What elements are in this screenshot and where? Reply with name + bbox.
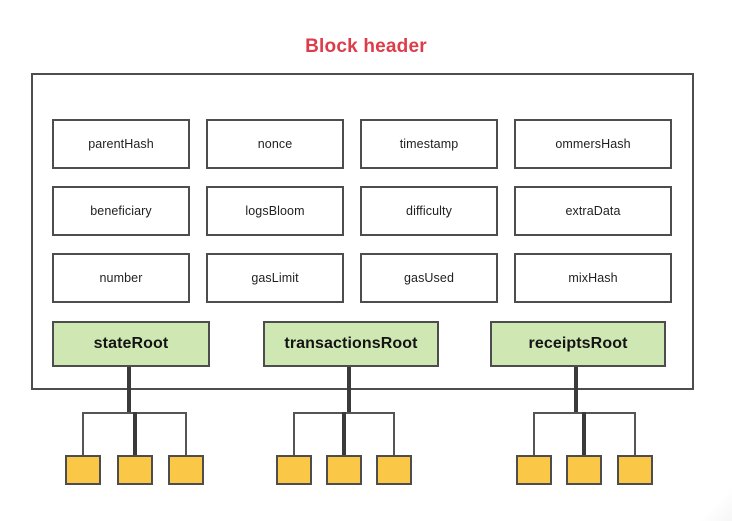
root-box-label: stateRoot bbox=[93, 335, 169, 352]
page-title: Block header bbox=[305, 36, 427, 57]
page-corner-shadow bbox=[692, 481, 732, 521]
leaf-node-transactionsroot-3 bbox=[376, 455, 412, 485]
header-field-nonce: nonce bbox=[206, 119, 344, 169]
root-box-transactionsroot: transactionsRoot bbox=[263, 321, 439, 367]
connector-branch bbox=[293, 412, 295, 455]
leaf-node-stateroot-2 bbox=[117, 455, 153, 485]
header-field-label: extraData bbox=[565, 204, 621, 218]
root-box-label: transactionsRoot bbox=[284, 335, 418, 352]
root-box-label: receiptsRoot bbox=[528, 335, 628, 352]
leaf-node-transactionsroot-2 bbox=[326, 455, 362, 485]
connector-branch bbox=[634, 412, 636, 455]
header-field-label: difficulty bbox=[406, 204, 452, 218]
leaf-node-transactionsroot-1 bbox=[276, 455, 312, 485]
connector-branch bbox=[533, 412, 535, 455]
leaf-node-stateroot-3 bbox=[168, 455, 204, 485]
header-field-beneficiary: beneficiary bbox=[52, 186, 190, 236]
header-field-label: ommersHash bbox=[555, 137, 631, 151]
leaf-node-receiptsroot-2 bbox=[566, 455, 602, 485]
connector-trunk-center bbox=[133, 412, 137, 455]
header-field-difficulty: difficulty bbox=[360, 186, 498, 236]
header-field-ommershash: ommersHash bbox=[514, 119, 672, 169]
header-field-gaslimit: gasLimit bbox=[206, 253, 344, 303]
header-field-logsbloom: logsBloom bbox=[206, 186, 344, 236]
header-field-label: gasUsed bbox=[403, 271, 455, 285]
root-box-stateroot: stateRoot bbox=[52, 321, 210, 367]
header-field-label: logsBloom bbox=[245, 204, 305, 218]
connector-trunk bbox=[574, 367, 578, 412]
leaf-node-stateroot-1 bbox=[65, 455, 101, 485]
header-field-label: parentHash bbox=[88, 137, 154, 151]
connector-trunk-center bbox=[342, 412, 346, 455]
connector-trunk bbox=[127, 367, 131, 412]
header-field-label: beneficiary bbox=[90, 204, 152, 218]
root-box-receiptsroot: receiptsRoot bbox=[490, 321, 666, 367]
header-field-label: mixHash bbox=[568, 271, 618, 285]
header-field-timestamp: timestamp bbox=[360, 119, 498, 169]
header-field-gasused: gasUsed bbox=[360, 253, 498, 303]
header-field-number: number bbox=[52, 253, 190, 303]
header-field-extradata: extraData bbox=[514, 186, 672, 236]
connector-branch bbox=[185, 412, 187, 455]
connector-branch bbox=[393, 412, 395, 455]
connector-branch bbox=[82, 412, 84, 455]
header-field-label: gasLimit bbox=[251, 271, 299, 285]
leaf-node-receiptsroot-1 bbox=[516, 455, 552, 485]
connector-trunk-center bbox=[582, 412, 586, 455]
header-field-label: number bbox=[99, 271, 143, 285]
header-field-mixhash: mixHash bbox=[514, 253, 672, 303]
header-field-label: timestamp bbox=[399, 137, 459, 151]
leaf-node-receiptsroot-3 bbox=[617, 455, 653, 485]
connector-trunk bbox=[347, 367, 351, 412]
header-field-label: nonce bbox=[257, 137, 293, 151]
header-field-parenthash: parentHash bbox=[52, 119, 190, 169]
